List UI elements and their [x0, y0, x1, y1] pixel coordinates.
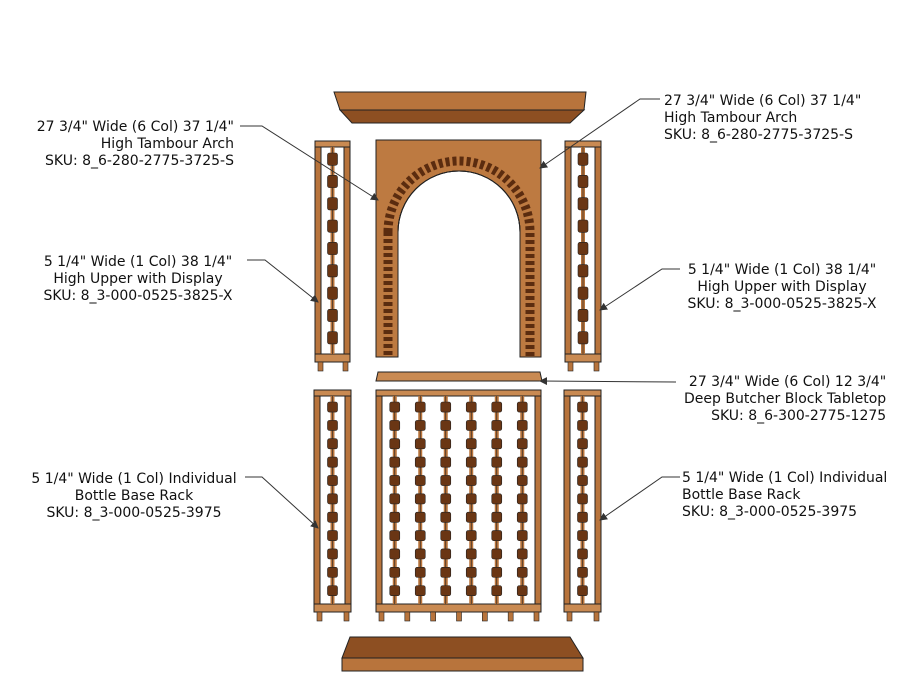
label-base-left: 5 1/4" Wide (1 Col) Individual Bottle Ba…	[14, 471, 254, 522]
label-arch-left-line1: 27 3/4" Wide (6 Col) 37 1/4"	[36, 119, 234, 135]
label-base-left-sku: SKU: 8_3-000-0525-3975	[46, 505, 222, 521]
leader-upper-left	[247, 259, 319, 303]
label-upper-left-line2: High Upper with Display	[53, 271, 223, 287]
leader-base-left	[245, 476, 319, 529]
label-base-right-line2: Bottle Base Rack	[682, 487, 801, 503]
label-upper-right-line2: High Upper with Display	[697, 279, 867, 295]
label-base-right: 5 1/4" Wide (1 Col) Individual Bottle Ba…	[682, 470, 887, 521]
leader-upper-right	[599, 268, 680, 311]
label-base-right-line1: 5 1/4" Wide (1 Col) Individual	[682, 470, 888, 486]
label-arch-left: 27 3/4" Wide (6 Col) 37 1/4" High Tambou…	[14, 119, 234, 170]
leader-arch-left	[240, 125, 379, 201]
label-base-left-line2: Bottle Base Rack	[74, 488, 194, 504]
base-rack-left	[313, 389, 352, 622]
upper-rack-left	[314, 140, 351, 372]
leader-base-right	[599, 476, 680, 521]
leader-tabletop	[539, 377, 677, 386]
label-arch-left-sku: SKU: 8_6-280-2775-3725-S	[45, 153, 234, 169]
label-upper-left-line1: 5 1/4" Wide (1 Col) 38 1/4"	[43, 254, 233, 270]
butcher-block-tabletop	[375, 371, 543, 382]
label-upper-right: 5 1/4" Wide (1 Col) 38 1/4" High Upper w…	[676, 262, 888, 313]
label-tabletop-line1: 27 3/4" Wide (6 Col) 12 3/4"	[688, 374, 887, 390]
label-arch-right-line1: 27 3/4" Wide (6 Col) 37 1/4"	[664, 93, 862, 109]
label-arch-right-sku: SKU: 8_6-280-2775-3725-S	[664, 127, 853, 143]
label-tabletop: 27 3/4" Wide (6 Col) 12 3/4" Deep Butche…	[684, 374, 886, 425]
label-base-right-sku: SKU: 8_3-000-0525-3975	[682, 504, 858, 520]
label-arch-left-line2: High Tambour Arch	[100, 136, 234, 152]
label-upper-right-line1: 5 1/4" Wide (1 Col) 38 1/4"	[687, 262, 877, 278]
base-rack-center	[375, 389, 542, 622]
base-moulding-bottom	[341, 636, 584, 672]
label-tabletop-sku: SKU: 8_6-300-2775-1275	[711, 408, 887, 424]
label-upper-left-sku: SKU: 8_3-000-0525-3825-X	[43, 288, 233, 304]
upper-rack-right	[564, 140, 602, 372]
label-arch-right-line2: High Tambour Arch	[664, 110, 798, 126]
label-arch-right: 27 3/4" Wide (6 Col) 37 1/4" High Tambou…	[664, 93, 861, 144]
label-tabletop-line2: Deep Butcher Block Tabletop	[684, 391, 887, 407]
label-upper-left: 5 1/4" Wide (1 Col) 38 1/4" High Upper w…	[28, 254, 248, 305]
label-upper-right-sku: SKU: 8_3-000-0525-3825-X	[687, 296, 877, 312]
label-base-left-line1: 5 1/4" Wide (1 Col) Individual	[31, 471, 237, 487]
crown-moulding-top	[333, 91, 587, 124]
tambour-arch	[375, 139, 542, 358]
base-rack-right	[563, 389, 602, 622]
leader-arch-right	[539, 98, 660, 169]
leader-lines	[240, 98, 680, 529]
